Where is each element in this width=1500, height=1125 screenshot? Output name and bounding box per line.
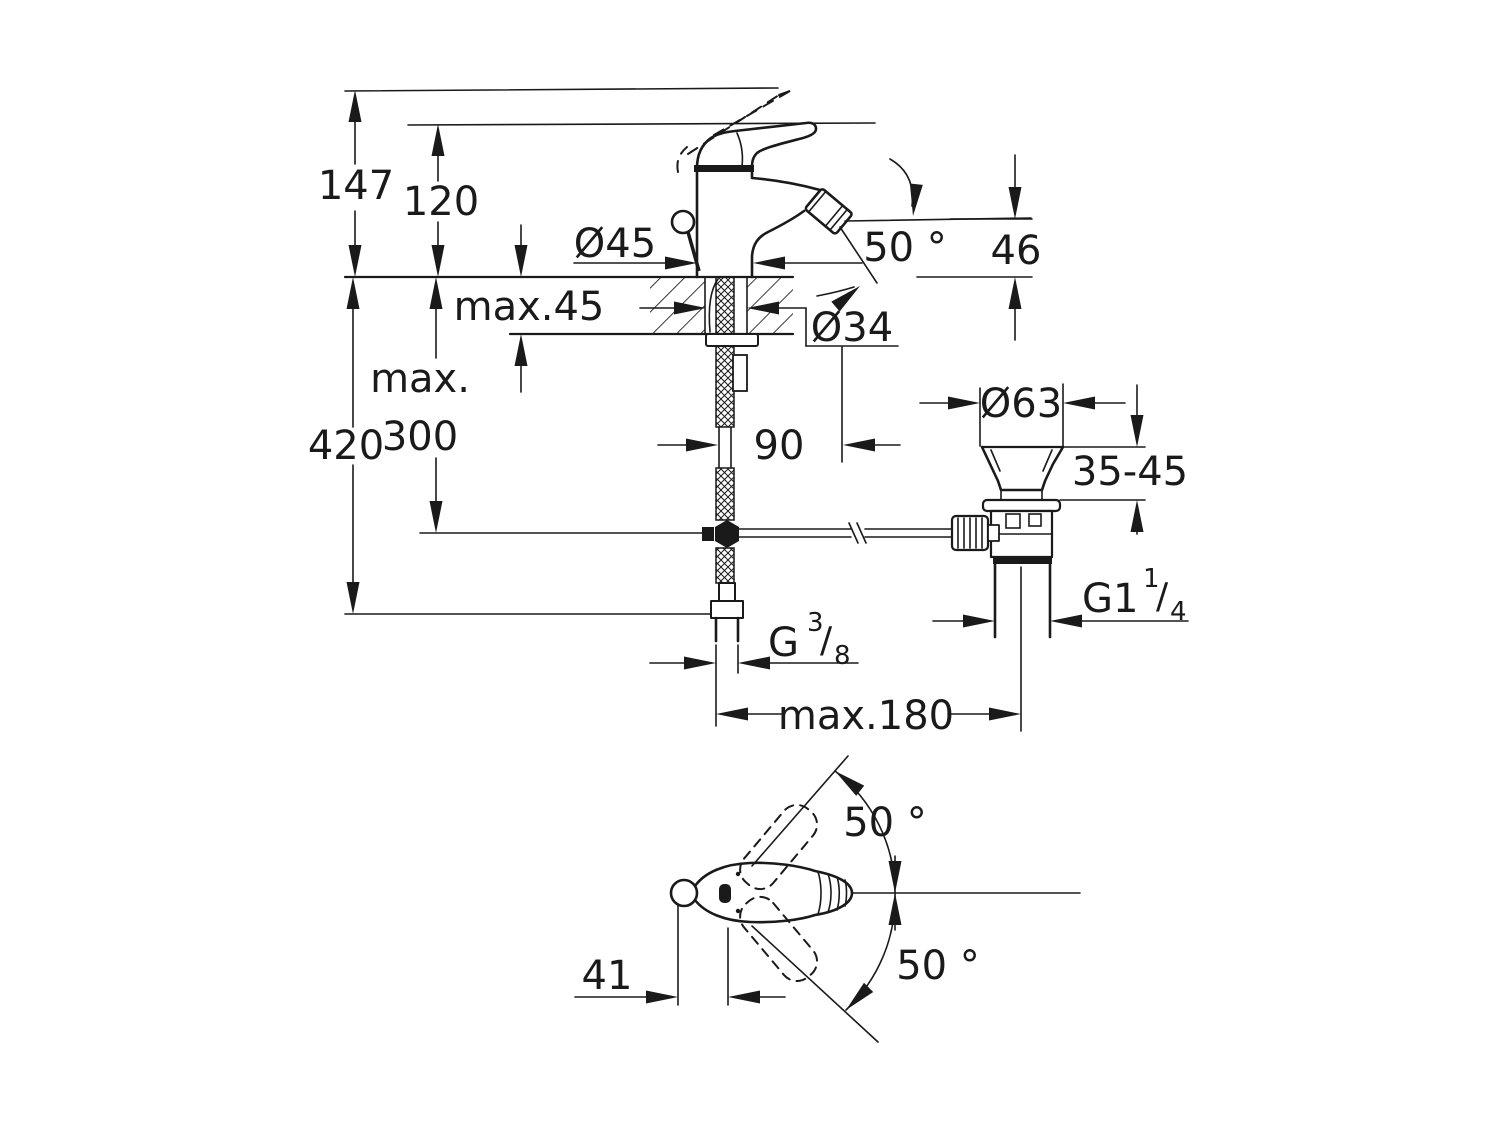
- hose-end-nut: [710, 600, 744, 619]
- hose-in-deck: [715, 276, 735, 335]
- top-view-handle-swing: 50 ° 50 ° 41: [574, 755, 1081, 1043]
- dim-projection-label: 90: [754, 423, 805, 469]
- dimension-d34: Ø34: [639, 301, 899, 351]
- pop-up-pull-rod: [686, 231, 701, 272]
- supply-hoses: [702, 276, 759, 643]
- waste-tailpipe: [993, 562, 1052, 639]
- dimension-120: 120: [403, 124, 479, 277]
- dimension-max300: max. 300: [370, 277, 703, 534]
- handle-detail-curve: [736, 132, 744, 167]
- dim-max300-value: 300: [382, 414, 458, 460]
- dim-handle-offset-label: 41: [582, 953, 633, 999]
- handle-top-view-body: [691, 861, 854, 924]
- pipe-break-mark: [856, 522, 867, 544]
- waste-flange: [981, 498, 1062, 513]
- handle-dot-top: [735, 871, 741, 877]
- dimension-420: 420: [308, 277, 711, 615]
- dimension-41: 41: [574, 904, 786, 1006]
- waste-port-2: [1028, 513, 1042, 527]
- hose-end-stem: [718, 582, 736, 602]
- aerator: [804, 188, 853, 235]
- dimension-swing-down-50: 50 °: [841, 892, 980, 1015]
- dim-clamp-range-label: 35-45: [1072, 449, 1188, 495]
- dimension-max45: max.45: [454, 224, 605, 393]
- mounting-stud: [732, 354, 748, 392]
- handle-top-view-knob: [669, 878, 699, 908]
- handle-dot-bottom: [735, 908, 741, 914]
- faucet: [670, 90, 853, 279]
- knob-knurling: [957, 517, 983, 549]
- tee-left-cap: [702, 527, 714, 541]
- hose-segment-3: [715, 547, 735, 584]
- hose-end-pipe: [714, 616, 740, 643]
- waste-port-1: [1005, 513, 1021, 529]
- dim-swing-down-label: 50 °: [896, 943, 980, 989]
- waste-cone: [980, 445, 1065, 492]
- waste-neck: [1000, 489, 1043, 501]
- dim-hole-diameter-label: Ø34: [811, 305, 893, 351]
- dimension-g3-8: G 3 / 8: [649, 608, 859, 727]
- hose-tee-fitting: [715, 520, 739, 548]
- knob-stem: [987, 524, 1000, 542]
- dimension-d45: Ø45: [573, 221, 863, 270]
- handle-swung-down-dashed: [739, 895, 819, 982]
- dimension-35-45: 35-45: [1059, 384, 1188, 535]
- dimension-147: 147: [318, 90, 394, 277]
- dimension-g1-1-4: G1 1 / 4: [932, 564, 1189, 628]
- dim-max300-word: max.: [370, 356, 470, 402]
- handle-swung-up-dashed: [739, 804, 819, 891]
- dimension-46: 46: [916, 154, 1042, 341]
- handle-raised-dashed: [676, 90, 791, 173]
- hose-segment-1: [715, 345, 735, 428]
- dim-hose-length-label: 420: [308, 423, 384, 469]
- handle-slot: [719, 884, 731, 903]
- dim-supply-thread-label: G 3 / 8: [768, 608, 851, 671]
- second-hose-curve: [708, 278, 719, 333]
- dim-waste-diameter-label: Ø63: [980, 381, 1062, 427]
- dim-outlet-height-label: 46: [991, 228, 1042, 274]
- dim-spout-angle-label: 50 °: [863, 225, 947, 271]
- extension-line-handle-max: [344, 87, 779, 92]
- dimension-swing-up-50: 50 °: [830, 765, 927, 894]
- waste-linkage: [738, 522, 953, 544]
- dim-drain-offset-label: max.180: [778, 693, 954, 739]
- body-right-spout-underside: [750, 209, 806, 279]
- waste-body-base: [993, 557, 1052, 564]
- handle-end-rings: [817, 871, 848, 915]
- dimension-max180: max.180: [716, 693, 1021, 739]
- cartridge-cap-bar: [694, 165, 754, 172]
- swing-axis-up: [751, 755, 849, 867]
- dim-swing-up-label: 50 °: [843, 800, 927, 846]
- dimension-d63: Ø63: [919, 381, 1126, 447]
- swing-axis-down: [751, 925, 879, 1043]
- spout-top-edge: [750, 170, 822, 192]
- waste-cone-inner: [990, 449, 1053, 472]
- dim-handle-height-label: 120: [403, 179, 479, 225]
- dim-deck-thickness-label: max.45: [454, 284, 605, 330]
- front-view: 147 120 420 max. 300 max.45: [308, 87, 1189, 739]
- dimension-90: 90: [657, 346, 901, 469]
- dim-body-diameter-label: Ø45: [574, 221, 656, 267]
- hose-segment-2: [715, 467, 735, 521]
- dim-waste-thread-label: G1 1 / 4: [1082, 564, 1187, 627]
- dim-total-height-label: 147: [318, 163, 394, 209]
- spout-axis-extension: [839, 226, 878, 284]
- handle-lever: [695, 121, 818, 170]
- pop-up-waste: [950, 445, 1065, 732]
- pipe-break-mark: [848, 522, 859, 544]
- pop-up-pull-rod-knob: [670, 209, 696, 235]
- mounting-flange-nut: [705, 333, 759, 347]
